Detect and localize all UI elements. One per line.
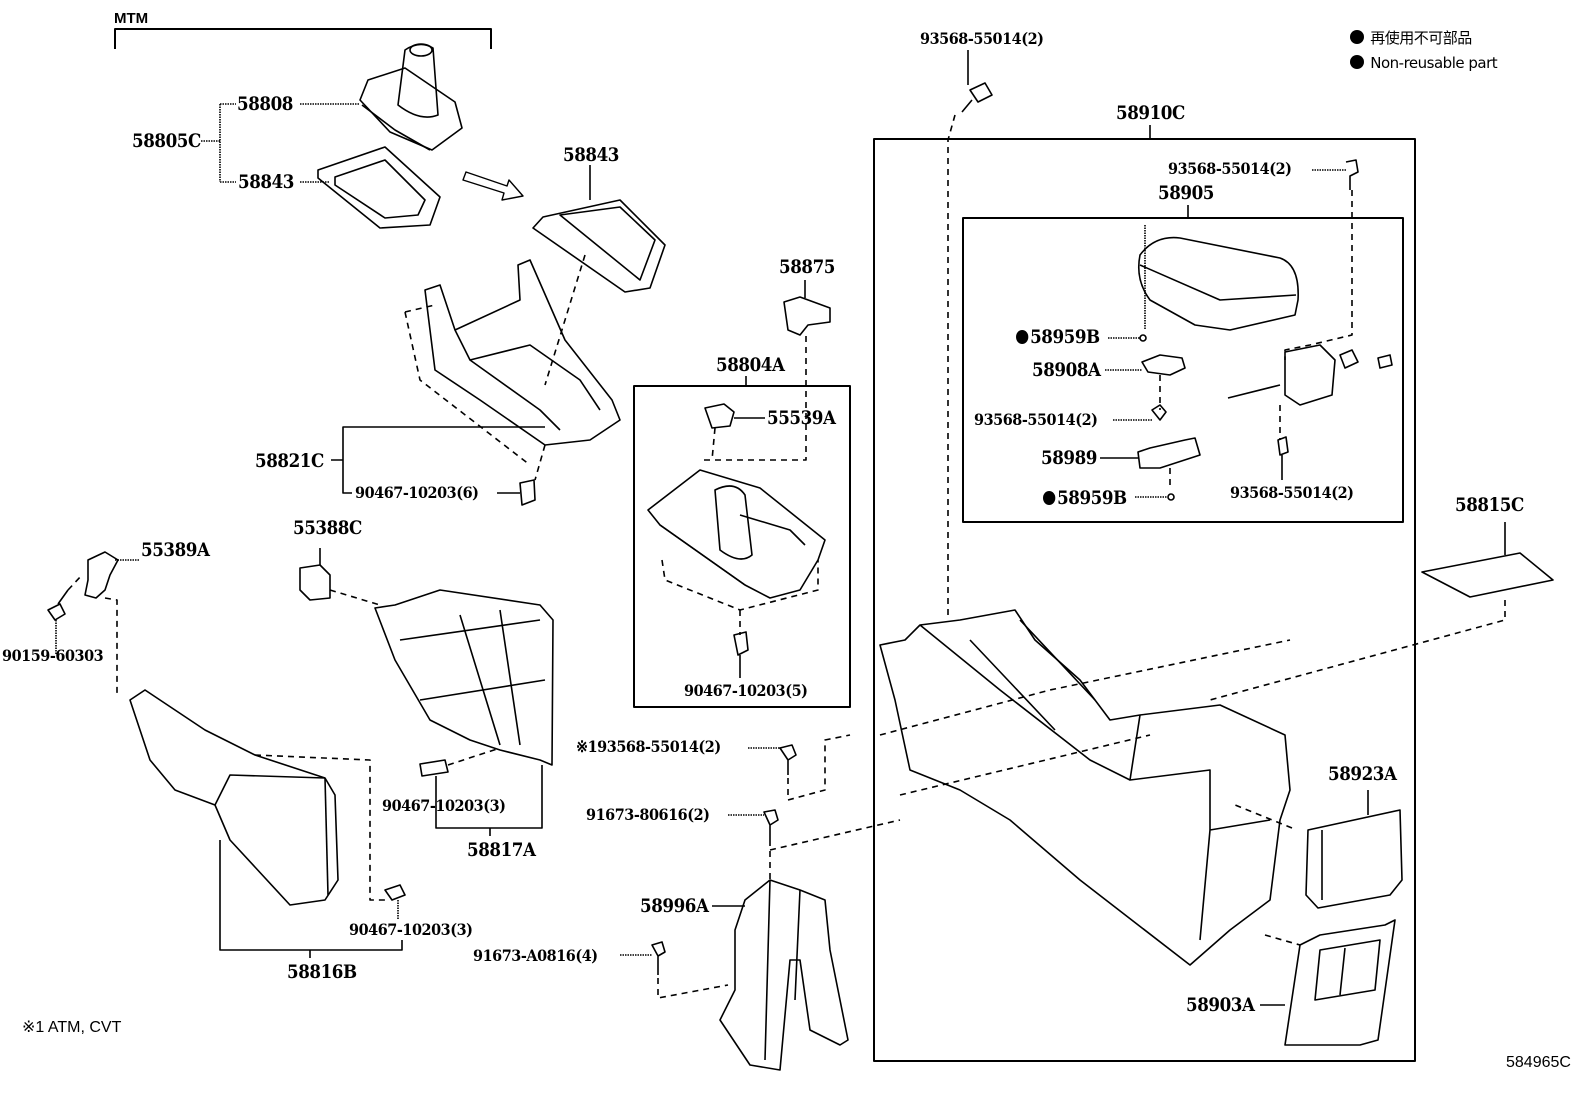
part-label-58804A[interactable]: 58804A <box>716 354 785 376</box>
screw-drawing <box>1151 404 1167 421</box>
part-label-58910C[interactable]: 58910C <box>1116 102 1185 124</box>
part-label-58959B-b[interactable]: 58959B <box>1043 488 1127 508</box>
part-label-55388C[interactable]: 55388C <box>293 517 362 539</box>
latch-58908A-drawing <box>1141 354 1186 376</box>
leader-58817A <box>435 765 543 836</box>
part-label-93568-55014-top[interactable]: 93568-55014(2) <box>920 29 1044 48</box>
part-label-93568-55014-atm[interactable]: ※193568-55014(2) <box>576 737 721 756</box>
part-label-91673-A0816[interactable]: 91673-A0816(4) <box>473 946 598 965</box>
part-label-55389A[interactable]: 55389A <box>141 539 210 561</box>
leader-58816B <box>219 840 403 958</box>
part-label-55539A[interactable]: 55539A <box>767 407 836 429</box>
cap-55539A-drawing <box>704 403 735 429</box>
leader-58821C <box>331 426 545 494</box>
shift-bezel-58843-left-drawing <box>317 146 441 229</box>
part-label-90467-10203-6[interactable]: 90467-10203(6) <box>355 483 479 502</box>
leader-58805C <box>201 103 236 183</box>
cover-58923A-drawing <box>1305 809 1403 909</box>
figure-id: 584965C <box>1506 1054 1571 1071</box>
box-58804A <box>633 385 851 708</box>
screw-drawing <box>961 82 993 113</box>
part-label-91673-80616[interactable]: 91673-80616(2) <box>586 805 710 824</box>
upper-console-panel-58821C-drawing <box>424 259 621 446</box>
clip-55388C-drawing <box>299 564 331 601</box>
part-label-93568-55014-box-bot[interactable]: 93568-55014(2) <box>1230 483 1354 502</box>
part-label-90467-10203-3a[interactable]: 90467-10203(3) <box>382 796 506 815</box>
screw-90159-drawing <box>47 589 69 621</box>
box-58910C <box>873 138 1416 1062</box>
arrow-drawing <box>462 171 524 201</box>
console-body-58910C-drawing <box>879 609 1291 966</box>
part-label-90467-10203-3b[interactable]: 90467-10203(3) <box>349 920 473 939</box>
hinge-drawing <box>1227 344 1336 406</box>
part-label-58875[interactable]: 58875 <box>779 256 835 278</box>
clip-drawing <box>419 759 449 777</box>
bracket-58996A-drawing <box>719 879 849 1071</box>
pad-58815C-drawing <box>1421 552 1554 598</box>
part-label-58923A[interactable]: 58923A <box>1328 763 1397 785</box>
side-panel-58816B-drawing <box>129 689 339 906</box>
part-label-58817A[interactable]: 58817A <box>467 839 536 861</box>
screw-drawing <box>651 941 666 975</box>
side-panel-58817A-drawing <box>374 589 554 766</box>
screw-drawing <box>779 744 797 775</box>
legend-item-jp: 再使用不可部品 <box>1350 28 1472 48</box>
clip-58875-drawing <box>783 296 831 336</box>
part-label-58815C[interactable]: 58815C <box>1455 494 1524 516</box>
part-label-58959B-a[interactable]: 58959B <box>1016 327 1100 347</box>
part-label-58903A[interactable]: 58903A <box>1186 994 1255 1016</box>
part-label-90467-10203-5[interactable]: 90467-10203(5) <box>684 681 808 700</box>
footnote: ※1 ATM, CVT <box>22 1019 122 1036</box>
part-label-58843-left[interactable]: 58843 <box>238 171 294 193</box>
part-label-58908A[interactable]: 58908A <box>1032 359 1101 381</box>
legend-item-en: Non-reusable part <box>1350 53 1498 73</box>
part-label-58816B[interactable]: 58816B <box>287 961 357 983</box>
shift-bezel-58843-right-drawing <box>532 199 666 293</box>
console-tray-58804A-drawing <box>647 469 826 599</box>
screw-drawing <box>763 809 779 840</box>
part-label-58843-right[interactable]: 58843 <box>563 144 619 166</box>
clip-drawing <box>384 884 406 901</box>
part-label-58996A[interactable]: 58996A <box>640 895 709 917</box>
non-reusable-marker-icon <box>1350 55 1364 69</box>
screw-drawing <box>1345 159 1359 190</box>
mtm-group-label: MTM <box>114 10 149 27</box>
part-label-58905[interactable]: 58905 <box>1158 182 1214 204</box>
non-reusable-marker-icon <box>1043 491 1056 505</box>
part-label-58805C[interactable]: 58805C <box>132 130 201 152</box>
part-label-58989[interactable]: 58989 <box>1041 447 1097 469</box>
part-label-93568-55014-box-top[interactable]: 93568-55014(2) <box>1168 159 1292 178</box>
part-label-58808[interactable]: 58808 <box>237 93 293 115</box>
lever-58989-drawing <box>1137 437 1201 469</box>
clip-drawing <box>519 479 536 506</box>
panel-58903A-drawing <box>1284 919 1396 1046</box>
bracket-55389A-drawing <box>84 551 119 599</box>
armrest-58905-drawing <box>1137 236 1299 331</box>
clip-drawing <box>733 631 749 656</box>
part-label-90159-60303[interactable]: 90159-60303 <box>2 646 104 665</box>
shift-boot-58808-drawing <box>359 43 463 151</box>
part-label-58821C[interactable]: 58821C <box>255 450 324 472</box>
mtm-bracket <box>114 28 492 49</box>
non-reusable-marker-icon <box>1016 330 1029 344</box>
part-label-93568-55014-box-mid[interactable]: 93568-55014(2) <box>974 410 1098 429</box>
box-58905 <box>962 217 1404 523</box>
non-reusable-marker-icon <box>1350 30 1364 44</box>
